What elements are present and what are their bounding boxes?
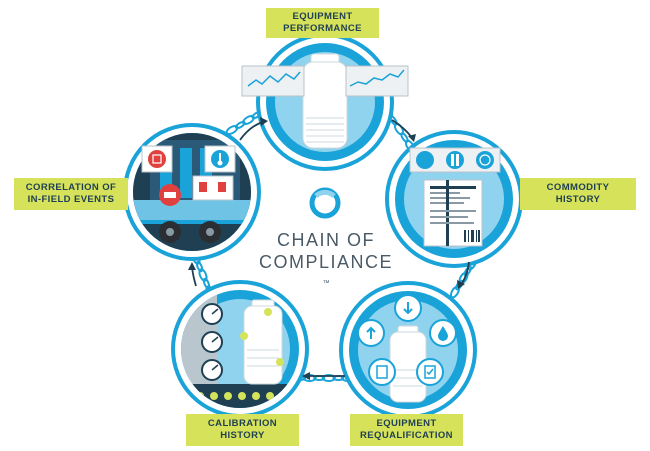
cylinder-tank-icon xyxy=(389,325,427,403)
flask-icon xyxy=(416,151,434,169)
equipment-performance-label: EQUIPMENT PERFORMANCE xyxy=(266,8,379,38)
flow-arrows xyxy=(188,117,470,380)
equipment-requalification-label: EQUIPMENT REQUALIFICATION xyxy=(350,414,463,446)
chain-link-icon xyxy=(242,114,255,126)
correlation-circle xyxy=(123,123,261,261)
gauge-icon xyxy=(201,303,223,381)
label-line: HISTORY xyxy=(555,194,601,205)
center-title-line2: COMPLIANCE ™ xyxy=(240,251,412,295)
correlation-of-in-field-events-label: CORRELATION OF IN-FIELD EVENTS xyxy=(14,178,128,210)
barcode-icon xyxy=(464,230,480,242)
trademark-symbol: ™ xyxy=(322,280,330,287)
droplet-icon xyxy=(429,319,457,347)
center-title-text: COMPLIANCE xyxy=(258,252,394,272)
checklist-icon xyxy=(416,358,444,386)
clock-icon xyxy=(476,151,494,169)
cylinder-tank-icon xyxy=(240,299,284,385)
commodity-history-label: COMMODITY HISTORY xyxy=(520,178,636,210)
label-line: COMMODITY xyxy=(546,182,610,193)
arrow-icon xyxy=(391,119,416,142)
upload-icon xyxy=(357,319,385,347)
document-alert-icon xyxy=(148,150,166,168)
truck-icon xyxy=(133,200,251,243)
center-title-line1: CHAIN OF xyxy=(276,230,375,250)
line-chart-icon xyxy=(241,65,409,97)
download-icon xyxy=(394,294,422,322)
label-line: CALIBRATION xyxy=(207,418,278,429)
document-icon xyxy=(368,358,396,386)
tower-icon xyxy=(446,151,464,169)
cylinder-tank-icon xyxy=(302,53,348,149)
label-line: IN-FIELD EVENTS xyxy=(27,194,115,205)
commodity-history-circle xyxy=(385,130,523,268)
icon-strip xyxy=(409,147,501,173)
document-icon xyxy=(423,179,483,247)
chain-link-icon xyxy=(195,260,204,273)
chain-link-icon xyxy=(198,268,208,282)
label-line: CORRELATION OF xyxy=(25,182,117,193)
arrow-icon xyxy=(457,261,470,289)
alert-panels xyxy=(141,145,236,206)
calibration-history-circle xyxy=(171,280,309,418)
arrow-icon xyxy=(302,372,345,380)
label-line: EQUIPMENT xyxy=(292,11,353,22)
label-line: EQUIPMENT xyxy=(376,418,437,429)
center-title: CHAIN OF COMPLIANCE ™ xyxy=(240,229,412,295)
equipment-requalification-circle xyxy=(339,281,477,419)
label-line: REQUALIFICATION xyxy=(360,430,453,441)
chain-of-compliance-logo xyxy=(309,187,341,219)
arrow-icon xyxy=(188,262,197,287)
calibration-history-label: CALIBRATION HISTORY xyxy=(186,414,299,446)
arrow-icon xyxy=(239,117,268,141)
chain-link-icon xyxy=(234,120,246,130)
equipment-performance-circle xyxy=(241,33,409,171)
chain-link-icon xyxy=(321,374,336,382)
label-line: HISTORY xyxy=(220,430,265,441)
label-line: PERFORMANCE xyxy=(283,23,362,34)
